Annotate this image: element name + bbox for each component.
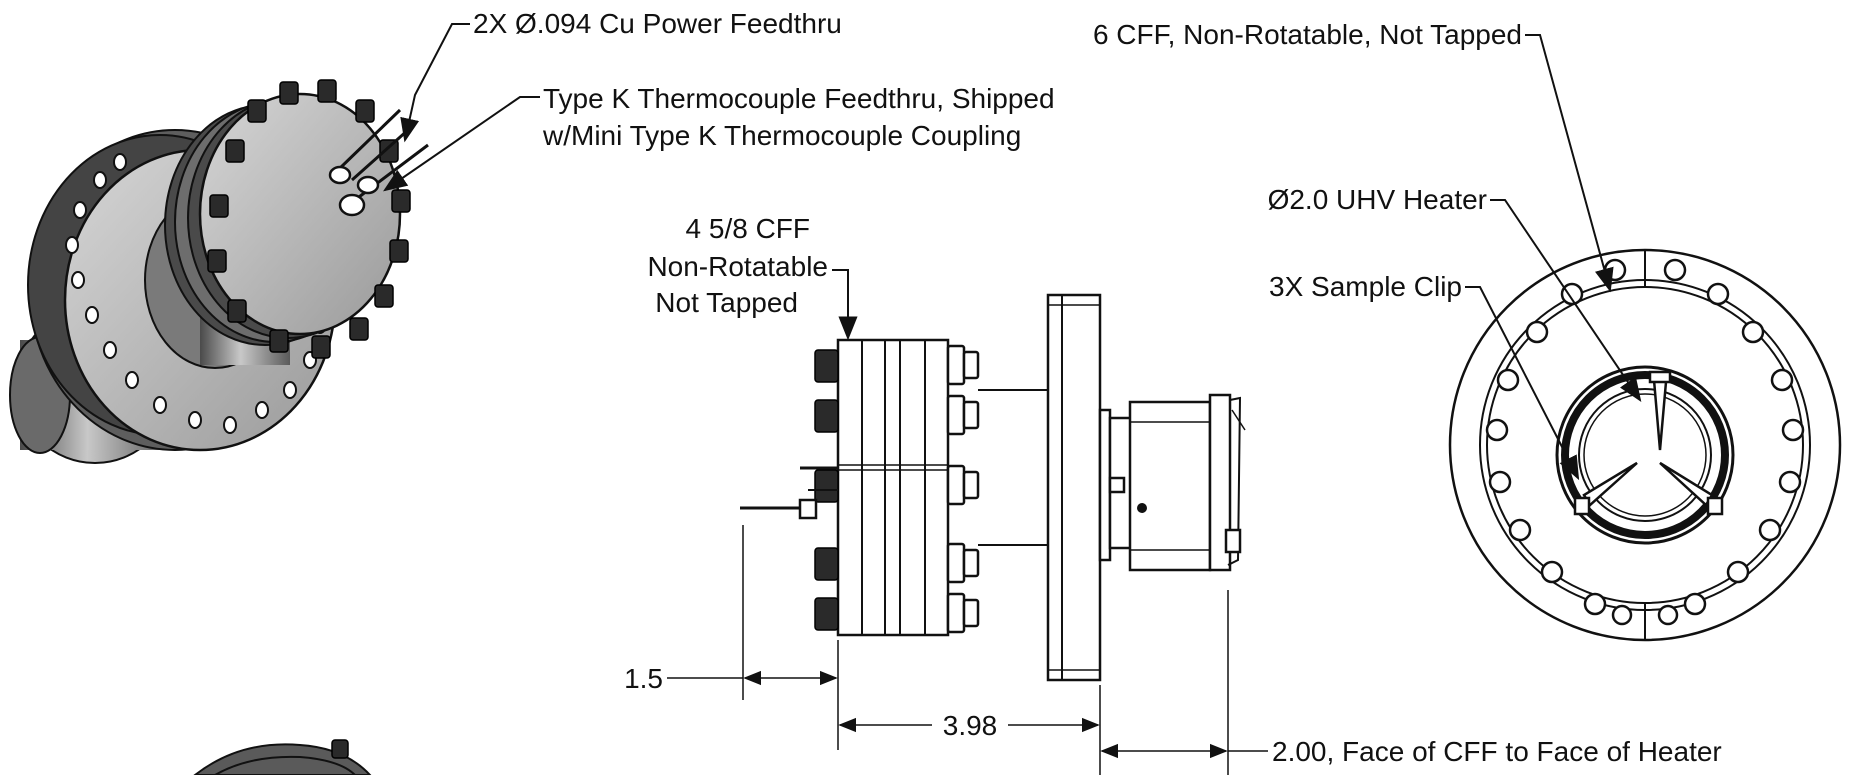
dimension-2-00: 2.00, Face of CFF to Face of Heater: [1272, 736, 1722, 767]
side-feedthrus: [740, 466, 838, 520]
callout-thermocouple-2: w/Mini Type K Thermocouple Coupling: [542, 120, 1021, 151]
dimension-1-5: 1.5: [624, 663, 663, 694]
front-sample-clips: [1573, 370, 1724, 516]
side-view: [740, 293, 1246, 682]
iso-view-partial: [193, 739, 372, 775]
side-small-flange: [836, 338, 950, 637]
side-heater: [1098, 393, 1246, 572]
isometric-view: [9, 79, 429, 464]
side-bolts: [814, 344, 980, 634]
callout-458-cff-1: 4 5/8 CFF: [686, 213, 810, 244]
dimension-lines: [667, 525, 1268, 775]
callout-power-feedthru: 2X Ø.094 Cu Power Feedthru: [473, 8, 842, 39]
callout-heater: Ø2.0 UHV Heater: [1268, 184, 1487, 215]
front-heater: [1555, 365, 1735, 545]
callout-458-cff-3: Not Tapped: [655, 287, 798, 318]
front-view: [1448, 248, 1842, 642]
iso-small-flange: [164, 79, 429, 359]
dimension-3-98: 3.98: [943, 710, 998, 741]
callout-458-cff-2: Non-Rotatable: [647, 251, 828, 282]
callout-leaders: [383, 23, 1642, 481]
front-bolt-holes: [1485, 258, 1805, 626]
callout-6-cff: 6 CFF, Non-Rotatable, Not Tapped: [1093, 19, 1522, 50]
side-tube: [978, 389, 1048, 546]
side-big-flange: [1046, 293, 1102, 682]
callout-sample-clip: 3X Sample Clip: [1269, 271, 1462, 302]
callout-thermocouple-1: Type K Thermocouple Feedthru, Shipped: [543, 83, 1055, 114]
